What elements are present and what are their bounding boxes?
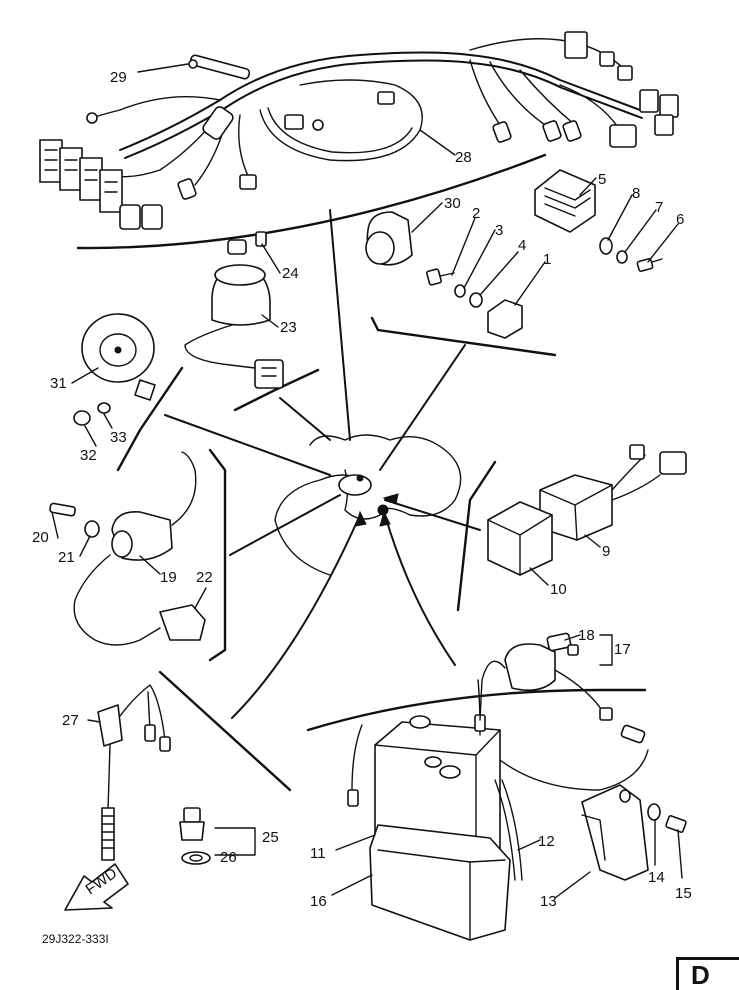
- callout-5: 5: [598, 171, 606, 188]
- callout-32: 32: [80, 447, 97, 464]
- callout-2: 2: [472, 205, 480, 222]
- switch-25-group: [179, 807, 211, 865]
- main-switch-group: [184, 231, 284, 389]
- callout-18: 18: [578, 627, 595, 644]
- callout-12: 12: [538, 833, 555, 850]
- callout-8: 8: [632, 185, 640, 202]
- fuse-holder-group: [479, 632, 649, 791]
- callout-13: 13: [540, 893, 557, 910]
- callout-14: 14: [648, 869, 665, 886]
- callout-1: 1: [543, 251, 551, 268]
- callout-leaders: [51, 63, 683, 899]
- callout-16: 16: [310, 893, 327, 910]
- callout-22: 22: [196, 569, 213, 586]
- callout-6: 6: [676, 211, 684, 228]
- callout-21: 21: [58, 549, 75, 566]
- callout-9: 9: [602, 543, 610, 560]
- callout-17: 17: [614, 641, 631, 658]
- callout-23: 23: [280, 319, 297, 336]
- leader-lines: [164, 209, 481, 719]
- neutral-switch-group: [97, 684, 171, 861]
- callout-19: 19: [160, 569, 177, 586]
- section-separators: [76, 153, 647, 792]
- corner-label: D: [676, 957, 739, 990]
- fwd-arrow: FWD: [64, 863, 129, 911]
- callout-29: 29: [110, 69, 127, 86]
- cdi-group: [487, 444, 687, 576]
- callout-11: 11: [310, 845, 326, 862]
- wire-harness: [39, 31, 679, 230]
- callout-28: 28: [455, 149, 472, 166]
- callout-15: 15: [675, 885, 692, 902]
- callout-30: 30: [444, 195, 461, 212]
- callout-4: 4: [518, 237, 526, 254]
- bracket-group: [581, 784, 687, 881]
- drawing-code: 29J322-333I: [42, 932, 109, 946]
- callout-31: 31: [50, 375, 67, 392]
- callout-7: 7: [655, 199, 663, 216]
- callout-26: 26: [220, 849, 237, 866]
- callout-10: 10: [550, 581, 567, 598]
- battery-group: [347, 679, 523, 941]
- callout-27: 27: [62, 712, 79, 729]
- callout-33: 33: [110, 429, 127, 446]
- ignition-coil-group: [49, 451, 206, 646]
- callouts: 29 28 30 2 3 4 1 5 8 7 6 24 23 31 33 32 …: [32, 69, 692, 910]
- callout-3: 3: [495, 222, 503, 239]
- relays-group: [365, 169, 663, 339]
- callout-25: 25: [262, 829, 279, 846]
- callout-24: 24: [282, 265, 299, 282]
- horn-group: [73, 313, 156, 426]
- frame-silhouette: [274, 434, 462, 576]
- callout-20: 20: [32, 529, 49, 546]
